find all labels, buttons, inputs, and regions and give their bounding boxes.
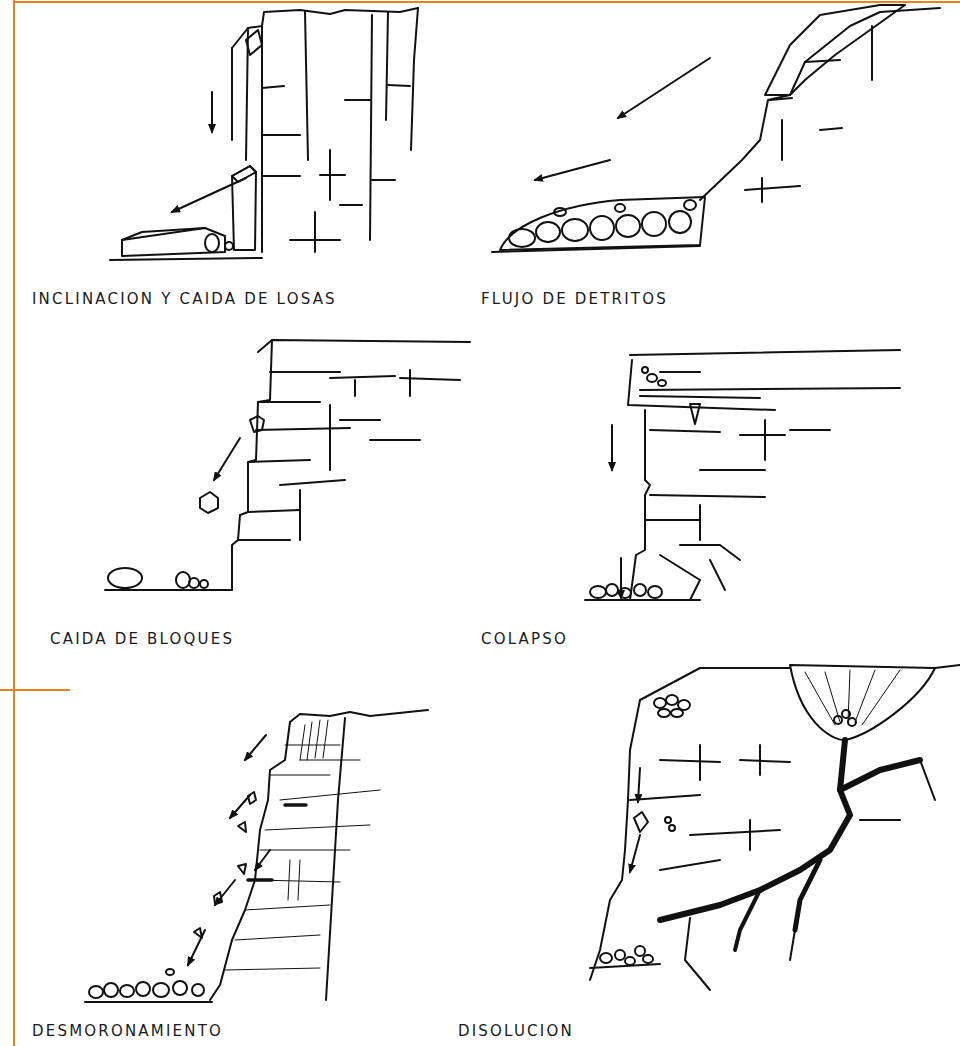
caption-label: FLUJO DE DETRITOS [481,290,668,308]
crumbling-sketch [85,710,428,1002]
caption-label: DESMORONAMIENTO [32,1022,223,1040]
caption-label: COLAPSO [481,630,568,648]
caption-label: DISOLUCION [458,1022,574,1040]
slab-toppling-sketch [110,8,418,260]
debris-flow-sketch [492,5,940,252]
caption-label: CAIDA DE BLOQUES [50,630,234,648]
block-fall-sketch [105,340,470,590]
collapse-sketch [585,350,900,600]
caption-label: INCLINACION Y CAIDA DE LOSAS [32,290,337,308]
dissolution-sketch [590,665,960,990]
